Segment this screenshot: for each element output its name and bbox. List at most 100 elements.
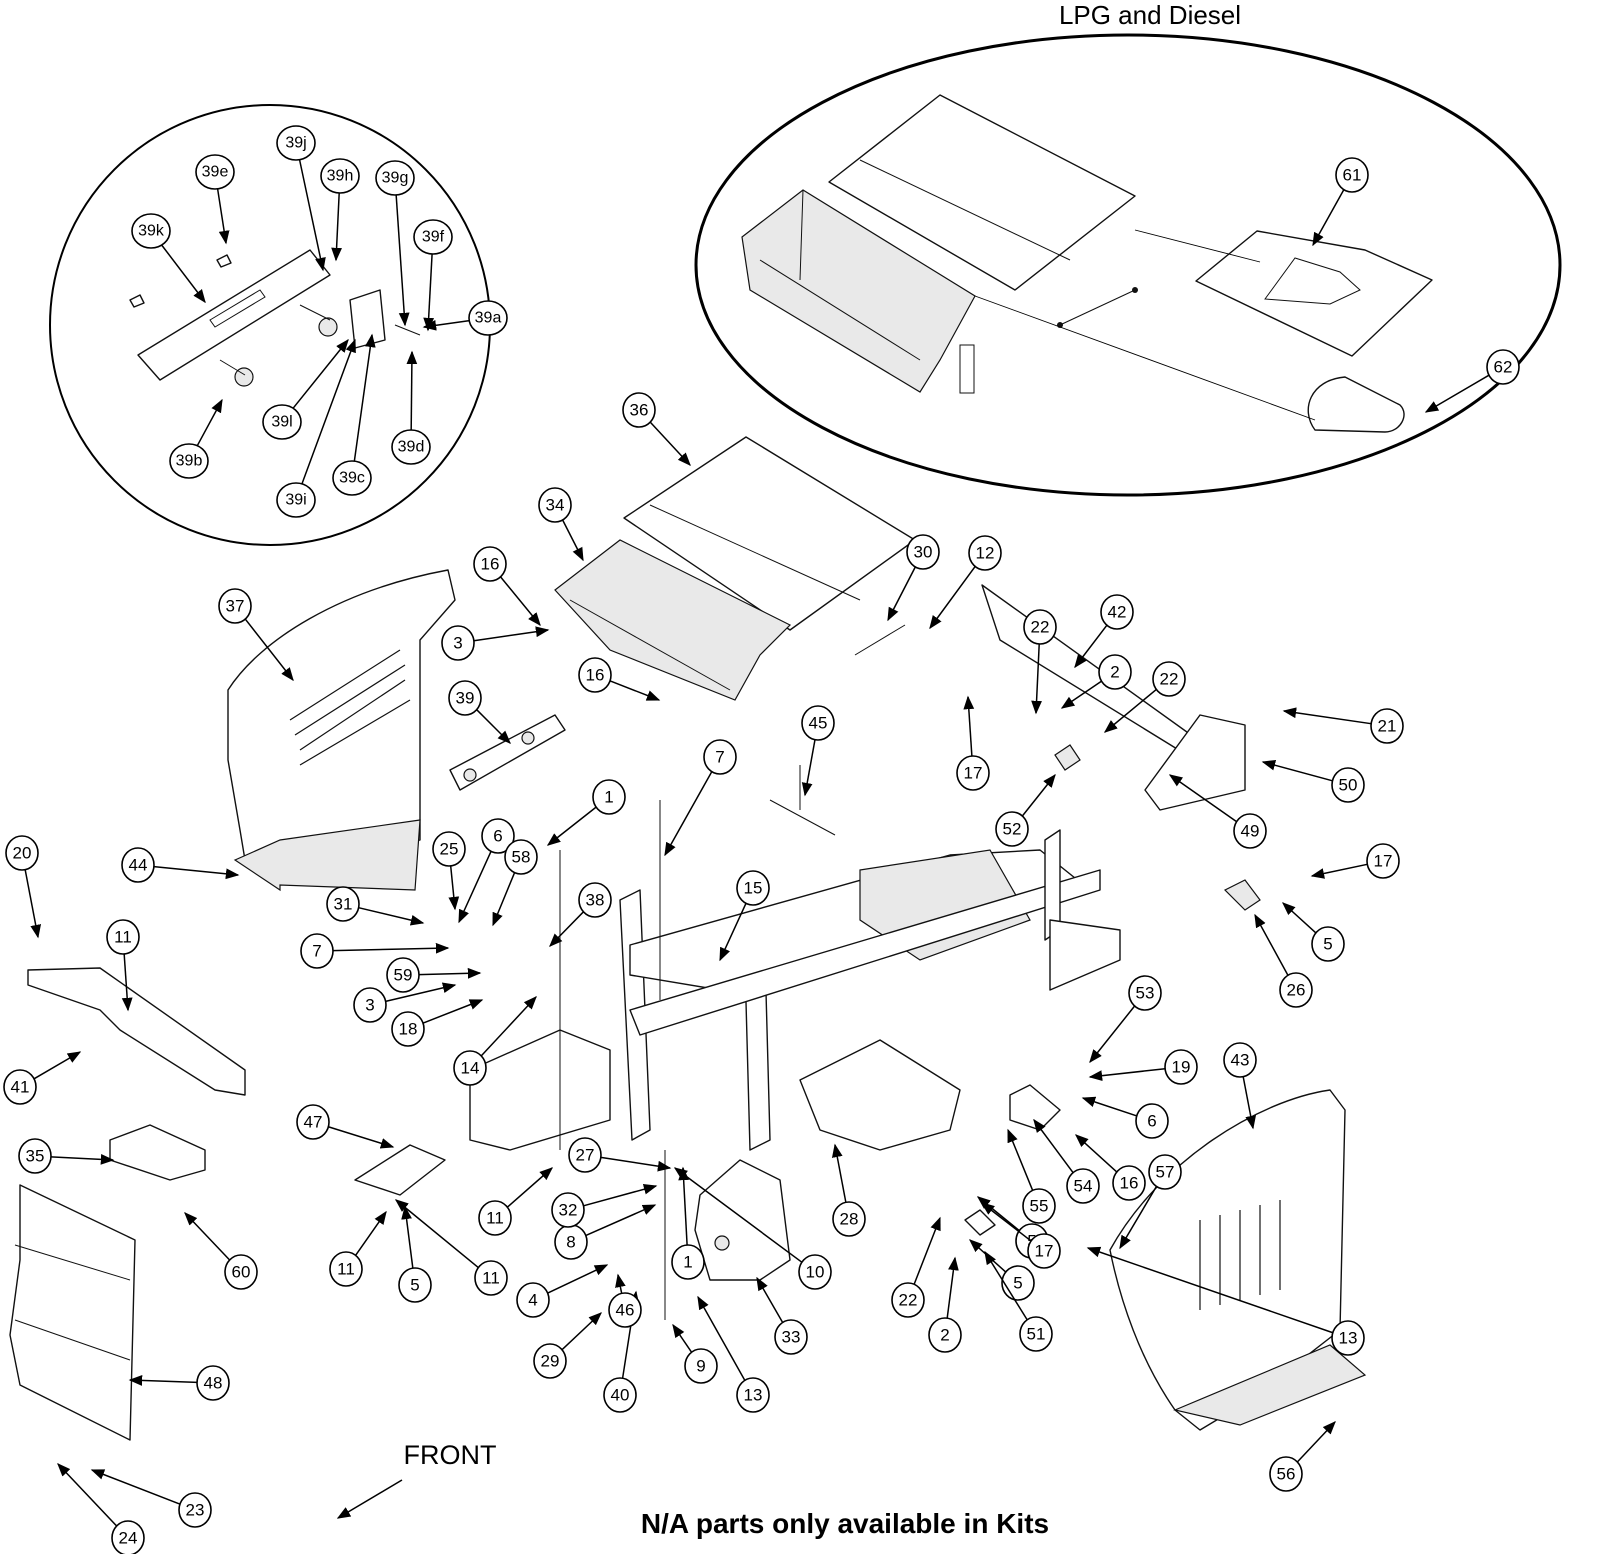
callout-17: 17 — [956, 695, 990, 791]
callout-circle — [608, 1292, 642, 1328]
callout-leader — [1310, 863, 1368, 879]
callout-circle — [956, 755, 990, 791]
callout-circle — [332, 460, 372, 496]
callout-11: 11 — [394, 1199, 508, 1296]
callout-52: 52 — [995, 773, 1056, 847]
callout-circle — [1066, 1168, 1100, 1204]
callout-circle — [1370, 708, 1404, 744]
callout-leader — [184, 1212, 231, 1261]
callout-label: 39l — [271, 414, 292, 431]
callout-circle — [18, 1138, 52, 1174]
callout-14: 14 — [453, 996, 537, 1086]
callout-circle — [968, 535, 1002, 571]
callout-leader — [1031, 642, 1042, 715]
callout-circle — [300, 933, 334, 969]
callout-leader — [298, 158, 326, 272]
callout-circle — [1331, 1320, 1365, 1356]
callout-label: 26 — [1287, 981, 1306, 1000]
callout-leader — [561, 1312, 602, 1351]
callout-42: 42 — [1074, 594, 1134, 669]
callout-61: 61 — [1312, 157, 1369, 247]
callout-leader — [609, 680, 661, 701]
callout-leader — [673, 1167, 803, 1264]
callout-leader — [418, 967, 482, 979]
callout-circle — [1128, 975, 1162, 1011]
callout-48: 48 — [128, 1365, 230, 1401]
callout-33: 33 — [756, 1276, 808, 1355]
callout-label: 6 — [1147, 1112, 1156, 1131]
callout-32: 32 — [551, 1183, 658, 1228]
callout-15: 15 — [719, 870, 770, 962]
callout-24: 24 — [57, 1463, 145, 1554]
callout-label: 20 — [13, 844, 32, 863]
callout-circle — [398, 1267, 432, 1303]
callout-circle — [801, 705, 835, 741]
callout-16: 16 — [578, 657, 661, 701]
callout-circle — [196, 1365, 230, 1401]
callout-circle — [320, 158, 360, 194]
callout-leader — [153, 865, 240, 880]
callout-label: 59 — [394, 966, 413, 985]
callout-39c: 39c — [332, 333, 376, 496]
callout-label: 51 — [1027, 1325, 1046, 1344]
callout-label: 14 — [461, 1059, 480, 1078]
callout-circle — [1148, 1154, 1182, 1190]
front-direction-arrow — [336, 1479, 403, 1519]
callout-circle — [481, 818, 515, 854]
callout-16: 16 — [473, 546, 541, 627]
callout-leader — [422, 999, 484, 1024]
callout-11: 11 — [478, 1167, 554, 1236]
callout-58: 58 — [492, 839, 538, 927]
callout-circle — [1135, 1103, 1169, 1139]
callout-leader — [1296, 1421, 1336, 1463]
callout-label: 24 — [119, 1529, 138, 1548]
callout-label: 12 — [976, 544, 995, 563]
callout-circle — [386, 957, 420, 993]
callout-label: 2 — [1110, 663, 1119, 682]
callout-leader — [1424, 374, 1490, 413]
callout-41: 41 — [3, 1051, 82, 1105]
callout-label: 47 — [304, 1113, 323, 1132]
callout-label: 31 — [334, 895, 353, 914]
callout-39i: 39i — [276, 338, 356, 518]
callout-circle — [432, 831, 466, 867]
callout-1: 1 — [546, 779, 626, 846]
callout-leader — [401, 1205, 414, 1270]
callout-12: 12 — [929, 535, 1002, 630]
callout-label: 3 — [453, 634, 462, 653]
callout-leader — [448, 864, 460, 911]
callout-45: 45 — [801, 705, 835, 797]
callout-label: 2 — [940, 1326, 949, 1345]
callout-label: 55 — [1030, 1197, 1049, 1216]
callout-label: 39c — [339, 470, 365, 487]
callout-1: 1 — [671, 1166, 705, 1280]
callout-label: 19 — [1172, 1058, 1191, 1077]
callout-leader — [1119, 1185, 1158, 1250]
callout-circle — [413, 219, 453, 255]
callout-label: 6 — [493, 827, 502, 846]
callout-39l: 39l — [262, 338, 349, 440]
callout-22: 22 — [1023, 609, 1057, 715]
callout-5: 5 — [398, 1205, 432, 1303]
callout-49: 49 — [1168, 774, 1267, 849]
front-label: FRONT — [404, 1440, 497, 1470]
callout-label: 39g — [382, 170, 409, 187]
callout-51: 51 — [984, 1250, 1053, 1352]
callout-39b: 39b — [169, 398, 223, 479]
callout-label: 11 — [486, 1209, 504, 1228]
callout-label: 17 — [1374, 852, 1393, 871]
callout-leader — [946, 1256, 959, 1320]
callout-18: 18 — [391, 999, 484, 1047]
callout-39h: 39h — [320, 158, 360, 262]
callout-label: 8 — [566, 1233, 575, 1252]
callout-leader — [547, 1264, 609, 1294]
callout-leader — [664, 770, 713, 857]
callout-11: 11 — [106, 919, 140, 1012]
callout-label: 34 — [546, 496, 565, 515]
callout-circle — [1022, 1188, 1056, 1224]
callout-leader — [1007, 1128, 1034, 1192]
callout-25: 25 — [432, 831, 466, 911]
callout-label: 52 — [1003, 820, 1022, 839]
callout-circle — [1486, 349, 1520, 385]
callout-leader — [57, 1463, 118, 1527]
